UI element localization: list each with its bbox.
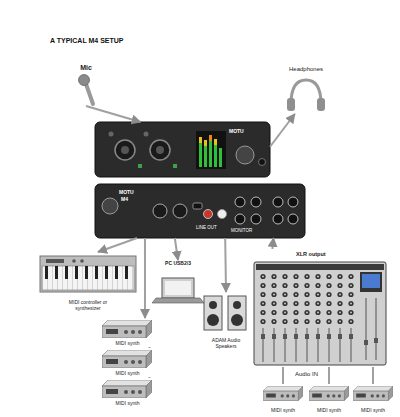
cable-connector xyxy=(175,238,178,260)
device-node: MOTU xyxy=(95,122,270,177)
node-label: XLR output xyxy=(296,251,326,257)
node-label: MOTU xyxy=(229,129,244,135)
midi-keyboard-icon xyxy=(40,256,136,292)
node-label: MOTU xyxy=(119,190,134,196)
laptop-icon xyxy=(152,278,204,303)
device-node: Headphones xyxy=(278,64,334,114)
cable-connector xyxy=(270,114,295,147)
device-node: MIDI synth xyxy=(351,384,395,414)
headphones-icon xyxy=(287,80,325,111)
cable-connector xyxy=(98,238,137,252)
node-label: PC USB2/3 xyxy=(165,261,191,267)
midi-synth-icon xyxy=(263,386,303,400)
device-node: MOTUM4LINE OUT MONITOR xyxy=(95,184,305,238)
midi-synth-icon xyxy=(102,380,152,398)
node-label: MIDI synth xyxy=(116,401,140,407)
cable-connector xyxy=(86,106,141,122)
cable-connector xyxy=(328,367,330,384)
device-node: ADAM Audio Speakers xyxy=(200,292,252,350)
mixer-icon xyxy=(254,262,386,365)
device-node: MIDI synth xyxy=(261,384,305,414)
device-node: MIDI synth xyxy=(307,384,351,414)
device-node: MIDI synth xyxy=(100,378,155,407)
node-label: Mic xyxy=(80,64,92,72)
node-label: MIDI controller or synthesizer xyxy=(59,300,117,311)
interface-front xyxy=(95,122,270,177)
midi-synth-icon xyxy=(309,386,349,400)
cable-connector xyxy=(272,238,273,249)
node-label: MIDI synth xyxy=(271,408,295,414)
node-label: MIDI synth xyxy=(116,341,140,347)
device-node: XLR output xyxy=(252,249,388,367)
node-label: LINE OUT xyxy=(196,226,217,231)
device-node: MIDI synth xyxy=(100,318,155,347)
midi-synth-icon xyxy=(353,386,393,400)
node-label: MIDI synth xyxy=(116,371,140,377)
note-label: Audio IN xyxy=(294,371,319,378)
node-label: M4 xyxy=(121,197,128,203)
interface-back xyxy=(95,184,305,238)
node-label: MIDI synth xyxy=(317,408,341,414)
cable-connector xyxy=(144,238,146,318)
node-label: MIDI synth xyxy=(361,408,385,414)
diagram-title: A TYPICAL M4 SETUP xyxy=(50,37,124,44)
microphone-icon xyxy=(79,75,94,105)
device-node: MIDI synth xyxy=(100,348,155,377)
device-node: Mic xyxy=(70,62,102,106)
device-node: PC USB2/3 xyxy=(152,260,204,305)
speakers-icon xyxy=(204,296,246,330)
cable-connector xyxy=(149,377,151,378)
node-label: MONITOR xyxy=(231,229,252,234)
cable-connector xyxy=(372,367,374,384)
midi-synth-icon xyxy=(102,350,152,368)
cable-connector xyxy=(282,367,284,384)
device-node: MIDI controller or synthesizer xyxy=(38,252,138,312)
node-label: ADAM Audio Speakers xyxy=(202,338,250,349)
cable-connector xyxy=(149,347,151,348)
midi-synth-icon xyxy=(102,320,152,338)
node-label: Headphones xyxy=(289,66,323,73)
cable-connector xyxy=(224,238,227,292)
